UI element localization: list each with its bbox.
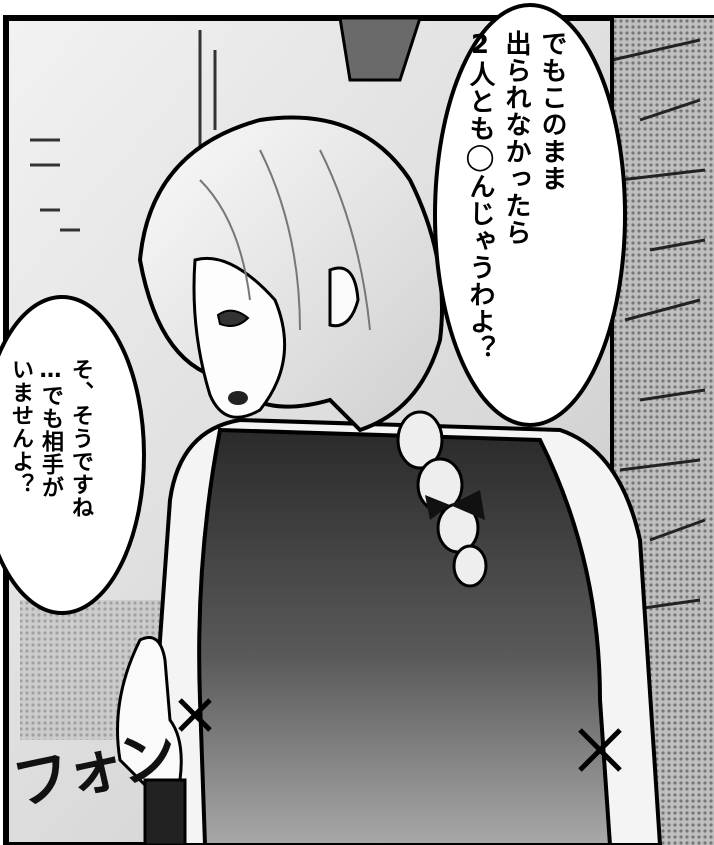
mouth <box>228 391 248 405</box>
pillar <box>338 16 423 82</box>
speech-bubble-upper-right <box>433 3 627 427</box>
face <box>192 256 287 419</box>
speech-text-upper-right: でもこのまま 出られなかったら 2人とも◯んじゃうわよ？ <box>465 30 567 362</box>
character <box>116 115 663 845</box>
hand <box>116 636 183 803</box>
hair-ribbon <box>425 490 485 520</box>
speed-lines <box>30 30 217 232</box>
eye <box>216 309 250 327</box>
vest <box>197 427 613 845</box>
speech-bubble-left <box>0 295 146 615</box>
speech-text-left: そ、そうですね …でも相手が いませんよ？ <box>8 358 93 519</box>
braid <box>396 410 488 588</box>
